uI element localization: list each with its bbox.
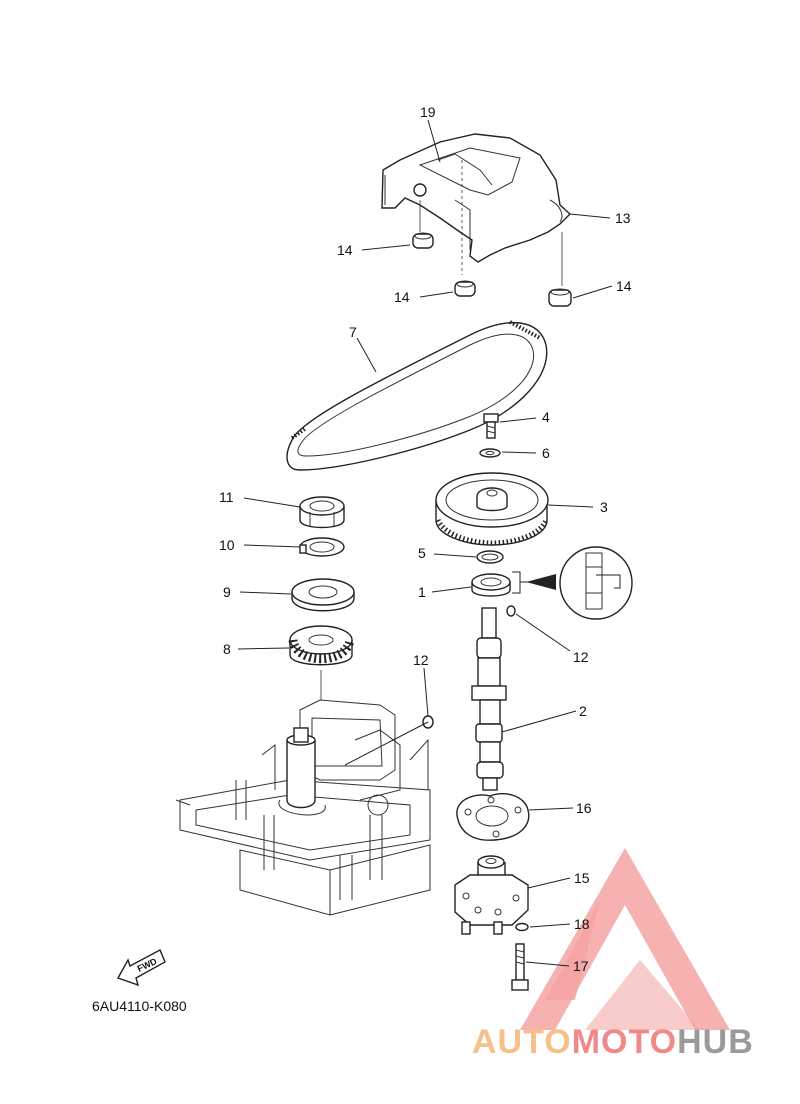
bolt-4 <box>483 413 499 439</box>
oil-pump-15 <box>454 855 529 935</box>
washer-18 <box>515 922 529 932</box>
callout-14-right: 14 <box>616 278 632 294</box>
watermark-part-auto: AUTO <box>472 1023 572 1061</box>
drive-pulley-8 <box>288 625 355 700</box>
callout-19: 19 <box>420 104 436 120</box>
callout-16: 16 <box>576 800 592 816</box>
washer-6 <box>479 448 501 458</box>
bolt-17 <box>511 943 529 991</box>
watermark-part-hub: HUB <box>677 1023 754 1061</box>
callout-6: 6 <box>542 445 550 461</box>
callout-12-camshaft: 12 <box>573 649 589 665</box>
fwd-arrow-icon: FWD <box>116 949 166 987</box>
callout-7: 7 <box>349 324 357 340</box>
callout-2: 2 <box>579 703 587 719</box>
callout-13: 13 <box>615 210 631 226</box>
callout-10: 10 <box>219 537 235 553</box>
lock-washer-10 <box>299 537 345 557</box>
callout-4: 4 <box>542 409 550 425</box>
camshaft-2 <box>471 607 507 791</box>
callout-11: 11 <box>219 489 234 505</box>
callout-9: 9 <box>223 584 231 600</box>
watermark-logo <box>520 848 730 1030</box>
detail-inset <box>559 546 633 620</box>
driven-pulley-3 <box>435 472 549 546</box>
callout-14-left: 14 <box>337 242 353 258</box>
watermark-text: AUTOMOTOHUB <box>472 1023 754 1061</box>
cylinder-block <box>175 699 431 916</box>
nut-11 <box>299 496 345 529</box>
callout-8: 8 <box>223 641 231 657</box>
gasket-16 <box>456 792 530 841</box>
key-12-camshaft <box>506 605 516 617</box>
drawing-code: 6AU4110-K080 <box>92 998 187 1014</box>
callout-3: 3 <box>600 499 608 515</box>
callout-15: 15 <box>574 870 590 886</box>
callout-1: 1 <box>418 584 426 600</box>
timing-belt <box>286 320 548 471</box>
callout-labels: 19 13 14 14 14 7 4 6 3 11 10 5 9 1 8 12 … <box>219 104 632 974</box>
grommet-14-right <box>548 288 572 307</box>
watermark-part-moto: MOTO <box>572 1023 677 1061</box>
callout-5: 5 <box>418 545 426 561</box>
grommet-14-middle <box>454 280 476 297</box>
oring-5 <box>476 550 504 564</box>
grommet-14-left <box>412 232 434 249</box>
callout-12-crank: 12 <box>413 652 429 668</box>
callout-17: 17 <box>573 958 589 974</box>
callout-18: 18 <box>574 916 590 932</box>
leader-lines <box>237 119 613 967</box>
timing-belt-cover <box>381 133 572 286</box>
callout-14-middle: 14 <box>394 289 410 305</box>
plate-9 <box>291 578 355 612</box>
oil-seal-1 <box>471 571 556 597</box>
